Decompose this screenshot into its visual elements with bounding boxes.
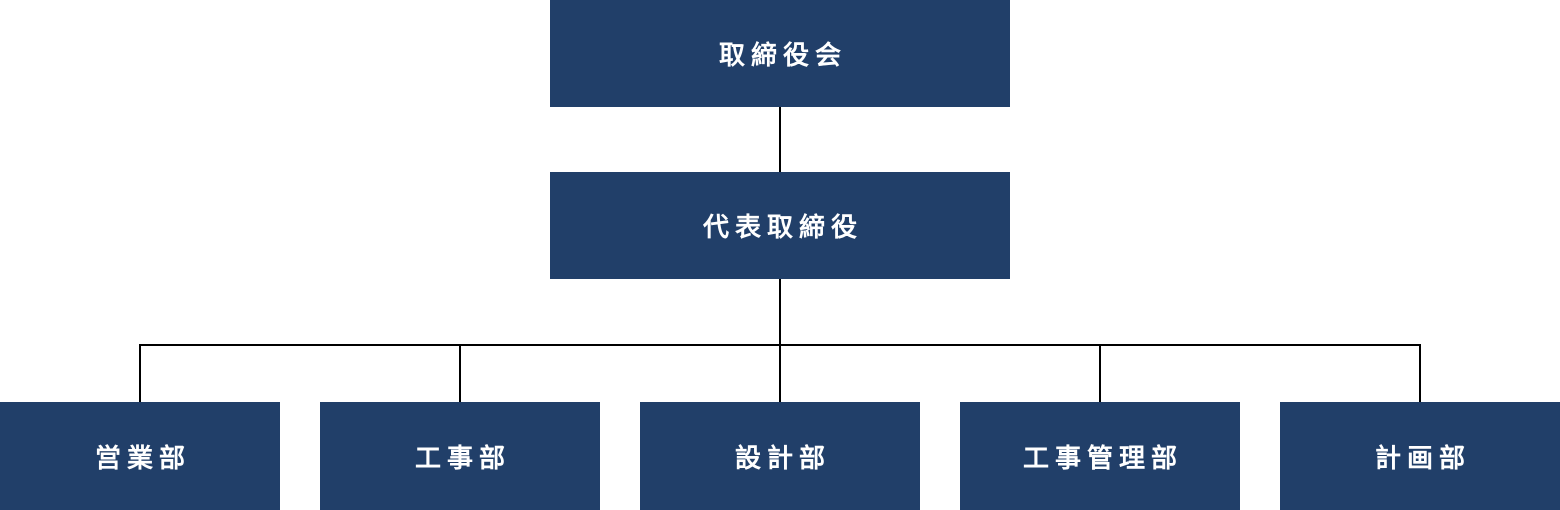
node-ceo-label: 代表取締役 xyxy=(702,213,863,243)
node-dept-label: 工事部 xyxy=(414,443,511,474)
node-board-label: 取締役会 xyxy=(718,41,847,71)
node-dept-planning: 計画部 xyxy=(1280,402,1560,510)
node-dept-sales: 営業部 xyxy=(0,402,280,510)
node-dept-design: 設計部 xyxy=(640,402,920,510)
node-dept-label: 設計部 xyxy=(734,443,831,474)
connector-board-ceo xyxy=(779,107,781,172)
connector-dept-3 xyxy=(1099,344,1101,402)
node-ceo: 代表取締役 xyxy=(550,172,1010,279)
connector-dept-2 xyxy=(779,344,781,402)
node-dept-construction-management: 工事管理部 xyxy=(960,402,1240,510)
node-dept-label: 営業部 xyxy=(94,443,191,474)
connector-dept-1 xyxy=(459,344,461,402)
connector-dept-4 xyxy=(1419,344,1421,402)
connector-dept-0 xyxy=(139,344,141,402)
connector-ceo-down xyxy=(779,279,781,345)
node-dept-label: 計画部 xyxy=(1374,443,1471,474)
node-board: 取締役会 xyxy=(550,0,1010,107)
node-dept-construction: 工事部 xyxy=(320,402,600,510)
node-dept-label: 工事管理部 xyxy=(1022,443,1183,474)
